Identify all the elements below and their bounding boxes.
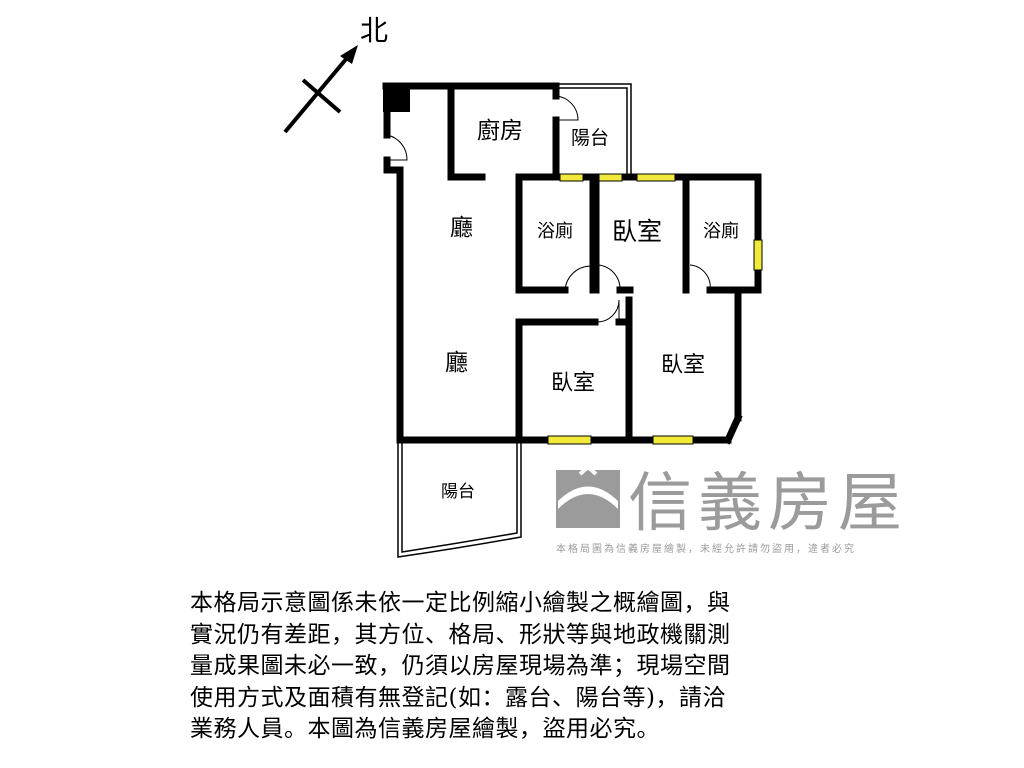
room-balcony-top: 陽台 (571, 127, 609, 149)
window (636, 173, 676, 182)
window (652, 435, 694, 445)
window (547, 435, 592, 445)
window (598, 173, 623, 182)
room-bedroom-lower-right: 臥室 (661, 353, 705, 378)
windows (547, 173, 763, 445)
disclaimer-line: 實況仍有差距，其方位、格局、形狀等與地政機關測 (190, 621, 731, 648)
disclaimer-line: 量成果圖未必一致，仍須以房屋現場為準；現場空間 (190, 653, 731, 679)
compass-label: 北 (360, 14, 388, 47)
balcony-top-outline (556, 83, 632, 178)
room-living-lower: 廳 (445, 350, 468, 376)
disclaimer-text: 本格局示意圖係未依一定比例縮小繪製之概繪圖，與 實況仍有差距，其方位、格局、形狀… (190, 588, 850, 746)
room-bath-right: 浴廁 (703, 220, 739, 242)
room-bath-left: 浴廁 (537, 220, 573, 242)
north-arrow-icon (283, 45, 358, 134)
window (753, 239, 763, 271)
disclaimer-line: 使用方式及面積有無登記(如：露台、陽台等)，請洽 (190, 684, 726, 711)
column (383, 83, 410, 112)
room-bedroom-lower-left: 臥室 (551, 371, 595, 396)
watermark-brand: 信義房屋 (628, 467, 908, 541)
door-swings[interactable] (386, 95, 711, 323)
room-bedroom-middle: 臥室 (612, 217, 662, 246)
room-living-upper: 廳 (450, 215, 473, 241)
disclaimer-line: 業務人員。本圖為信義房屋繪製，盜用必究。 (190, 716, 660, 742)
brand-logo-icon (556, 464, 620, 528)
window (559, 173, 584, 182)
room-balcony-bottom: 陽台 (441, 482, 475, 502)
disclaimer-line: 本格局示意圖係未依一定比例縮小繪製之概繪圖，與 (190, 590, 731, 616)
watermark-notice: 本格局圖為信義房屋繪製，未經允許請勿盜用，違者必究 (556, 542, 856, 555)
room-kitchen: 廚房 (477, 118, 523, 144)
